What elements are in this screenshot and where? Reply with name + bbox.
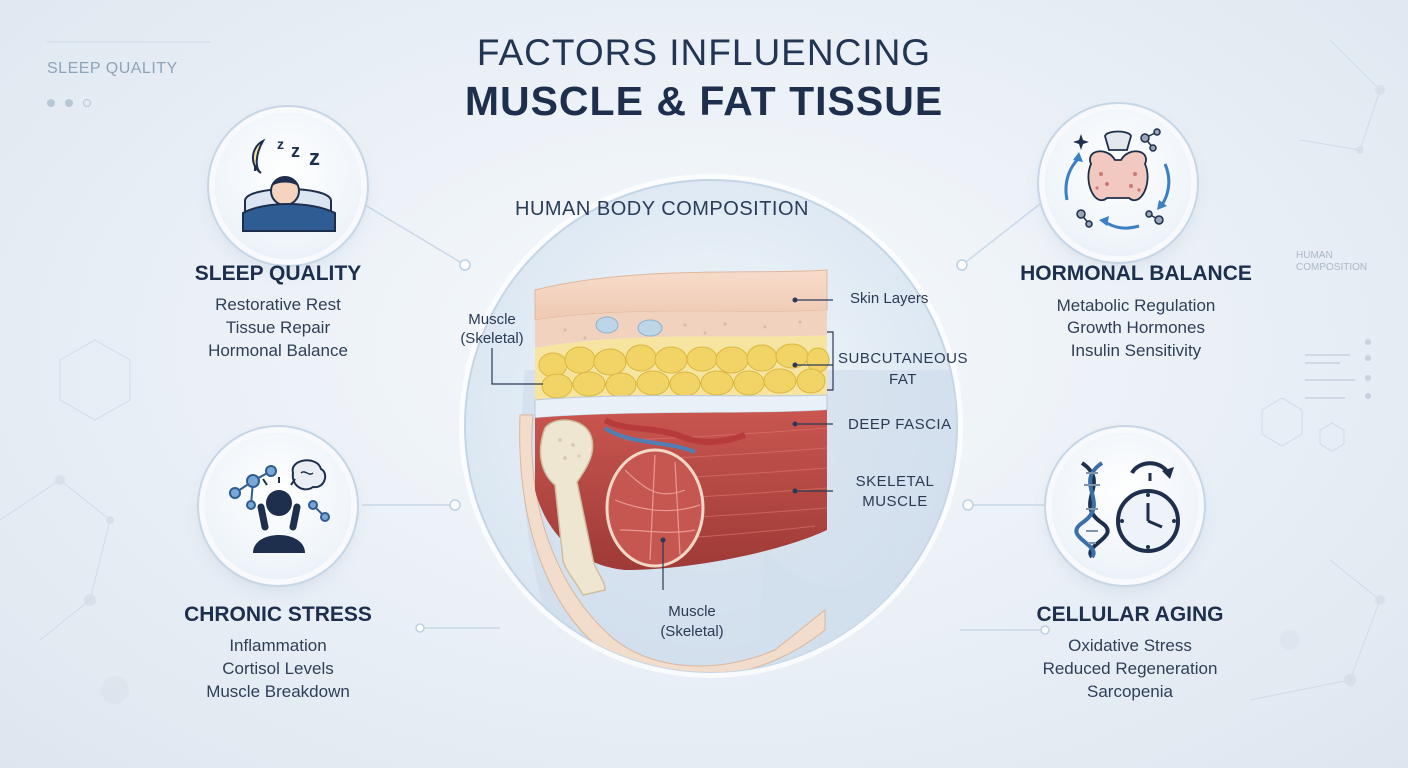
hormonal-balance-line: Growth Hormones xyxy=(1067,318,1205,337)
aging-icon-circle xyxy=(1052,433,1198,579)
sleep-quality-title: SLEEP QUALITY xyxy=(194,262,362,285)
chronic-stress-title: CHRONIC STRESS xyxy=(184,603,372,626)
cellular-aging-line: Reduced Regeneration xyxy=(1042,659,1218,678)
body-composition-label: HUMAN BODY COMPOSITION xyxy=(515,198,809,220)
sleep-quality-line: Restorative Rest xyxy=(215,295,341,314)
sleep-quality-line: Tissue Repair xyxy=(225,318,331,337)
corner-label: SLEEP QUALITY xyxy=(47,60,178,77)
sleep-quality-line: Hormonal Balance xyxy=(208,341,348,360)
hormonal-icon-circle xyxy=(1045,110,1191,256)
hormonal-balance-line: Metabolic Regulation xyxy=(1056,296,1216,315)
body-composition-diagram xyxy=(455,170,967,682)
label-skin-layers: Skin Layers xyxy=(850,290,929,307)
sleep-icon: z z z xyxy=(242,136,336,232)
svg-text:z: z xyxy=(277,136,284,152)
thyroid-icon xyxy=(1064,128,1171,230)
title-line-1: FACTORS INFLUENCING xyxy=(476,32,932,73)
cellular-aging-line: Oxidative Stress xyxy=(1068,636,1192,655)
sleep-icon-circle: z z z xyxy=(215,113,361,259)
chronic-stress-line: Cortisol Levels xyxy=(222,659,334,678)
hormonal-balance-line: Insulin Sensitivity xyxy=(1070,341,1202,360)
svg-text:z: z xyxy=(309,145,320,170)
label-muscle-bottom: Muscle(Skeletal) xyxy=(660,603,724,640)
title-line-2: MUSCLE & FAT TISSUE xyxy=(464,78,944,124)
cellular-aging-title: CELLULAR AGING xyxy=(1036,603,1224,626)
cellular-aging-line: Sarcopenia xyxy=(1086,682,1173,701)
svg-text:z: z xyxy=(291,141,300,161)
tissue-cross-section xyxy=(459,174,963,678)
stress-icon-circle xyxy=(205,433,351,579)
hormonal-balance-title: HORMONAL BALANCE xyxy=(1020,262,1252,285)
label-deep-fascia: DEEP FASCIA xyxy=(848,416,952,433)
corner-dots xyxy=(47,94,101,112)
dna-clock-icon xyxy=(1074,461,1180,559)
chronic-stress-line: Inflammation xyxy=(229,636,327,655)
label-muscle-top: Muscle(Skeletal) xyxy=(460,311,524,347)
chronic-stress-line: Muscle Breakdown xyxy=(206,682,350,701)
stress-icon xyxy=(229,459,330,553)
